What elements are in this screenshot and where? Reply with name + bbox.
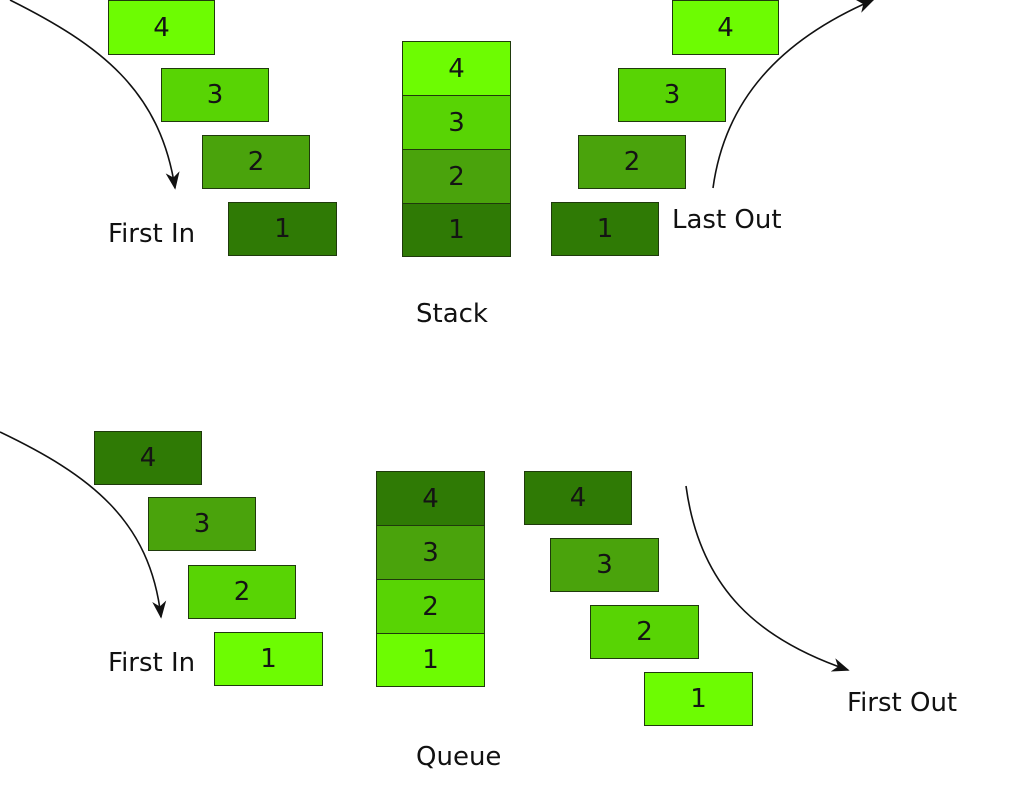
- stack-out-arrow: [712, 0, 875, 189]
- queue-outgoing-box-4: 4: [524, 471, 632, 525]
- stack-incoming-box-2: 2: [202, 135, 310, 189]
- queue-column-box-2: 2: [376, 579, 485, 634]
- queue-out-arrow: [685, 485, 850, 672]
- stack-column-box-3: 3: [402, 95, 511, 150]
- queue-title: Queue: [416, 742, 502, 772]
- stack-column-box-1: 1: [402, 203, 511, 257]
- queue-outgoing-box-3: 3: [550, 538, 659, 592]
- stack-title: Stack: [416, 299, 488, 329]
- queue-incoming-box-4: 4: [94, 431, 202, 485]
- stack-incoming-box-4: 4: [108, 0, 215, 55]
- stack-incoming-box-3: 3: [161, 68, 269, 122]
- stack-column-box-2: 2: [402, 149, 511, 204]
- queue-column-box-3: 3: [376, 525, 485, 580]
- stack-outgoing-box-4: 4: [672, 0, 779, 55]
- queue-column-box-4: 4: [376, 471, 485, 526]
- queue-in-arrow: [0, 431, 167, 619]
- queue-first-out-label: First Out: [847, 688, 958, 718]
- stack-outgoing-box-1: 1: [551, 202, 659, 256]
- queue-outgoing-box-1: 1: [644, 672, 753, 726]
- queue-first-in-label: First In: [108, 648, 196, 678]
- queue-incoming-box-3: 3: [148, 497, 256, 551]
- queue-column-box-1: 1: [376, 633, 485, 687]
- stack-outgoing-box-2: 2: [578, 135, 686, 189]
- stack-first-in-label: First In: [108, 219, 196, 249]
- stack-in-arrow: [9, 0, 180, 190]
- stack-outgoing-box-3: 3: [618, 68, 726, 122]
- stack-column-box-4: 4: [402, 41, 511, 96]
- queue-incoming-box-2: 2: [188, 565, 296, 619]
- stack-last-out-label: Last Out: [672, 205, 782, 235]
- queue-incoming-box-1: 1: [214, 632, 323, 686]
- queue-outgoing-box-2: 2: [590, 605, 699, 659]
- stack-incoming-box-1: 1: [228, 202, 337, 256]
